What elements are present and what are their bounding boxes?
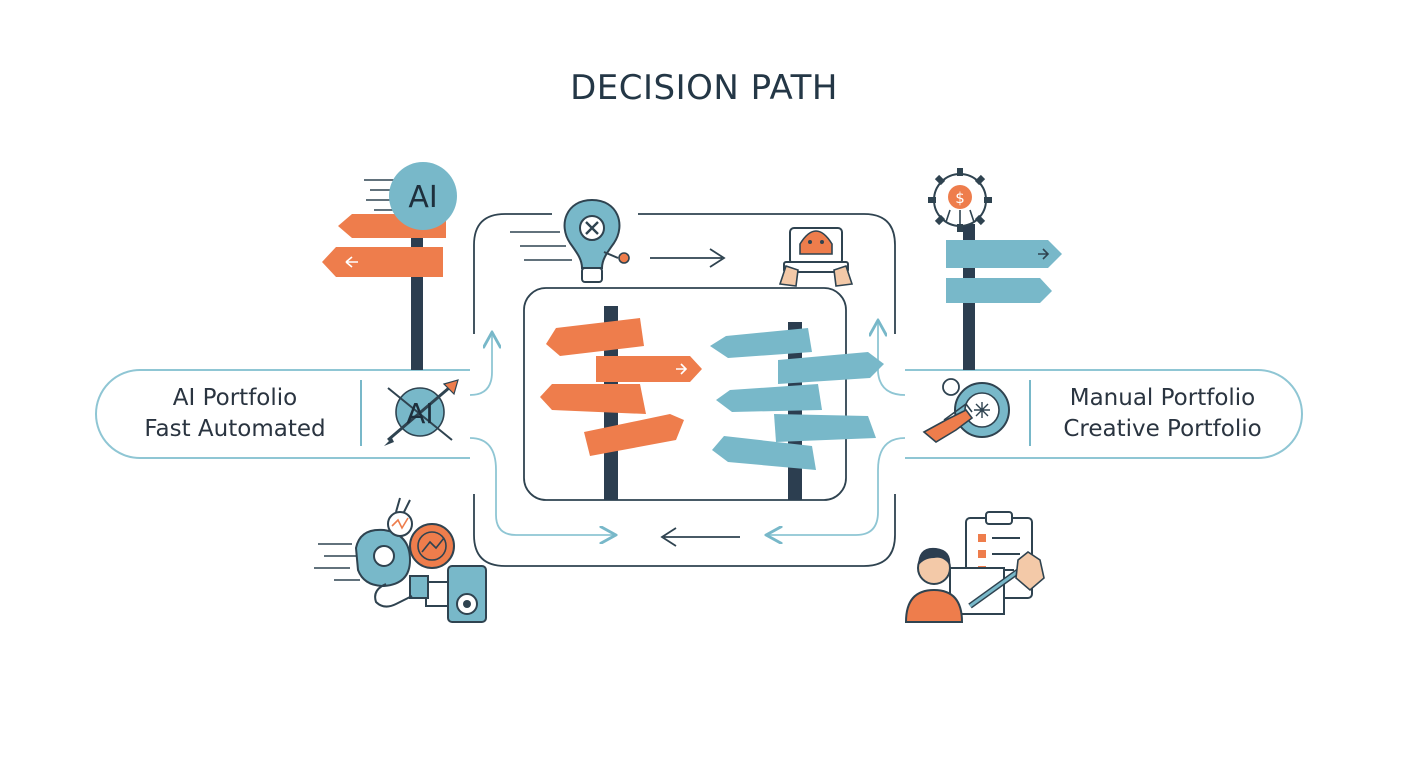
svg-text:$: $ <box>955 189 965 207</box>
left-option-pill[interactable] <box>95 369 470 459</box>
left-signpost: AI <box>322 162 457 370</box>
ai-circle-icon <box>389 162 457 230</box>
right-option-label[interactable]: Manual Portfolio Creative Portfolio <box>1045 383 1280 445</box>
left-option-label[interactable]: AI Portfolio Fast Automated <box>120 383 350 445</box>
flow-connectors <box>469 322 906 535</box>
left-option-line2: Fast Automated <box>144 416 326 442</box>
right-signpost: $ <box>928 168 1062 370</box>
ai-badge-text: AI <box>408 180 437 215</box>
center-blue-signpost <box>710 322 884 500</box>
outer-loop <box>473 213 896 567</box>
right-option-line2: Creative Portfolio <box>1063 416 1262 442</box>
lightbulb-x-icon <box>510 198 630 283</box>
ai-strike-icon: AI <box>384 379 459 446</box>
ai-strike-text: AI <box>406 397 433 430</box>
money-gear-icon: $ <box>928 168 992 232</box>
person-clipboard-icon <box>904 511 1045 623</box>
center-orange-signpost <box>540 306 702 500</box>
laptop-user-icon <box>778 227 854 287</box>
direction-arrows <box>650 248 740 547</box>
inner-frame <box>523 287 847 501</box>
left-option-line1: AI Portfolio <box>172 385 298 411</box>
right-option-pill[interactable] <box>905 369 1303 459</box>
diagram-title: DECISION PATH <box>570 68 838 108</box>
right-option-line1: Manual Portfolio <box>1069 385 1256 411</box>
automation-tools-icon <box>314 497 487 623</box>
hand-dial-icon <box>922 378 1010 443</box>
